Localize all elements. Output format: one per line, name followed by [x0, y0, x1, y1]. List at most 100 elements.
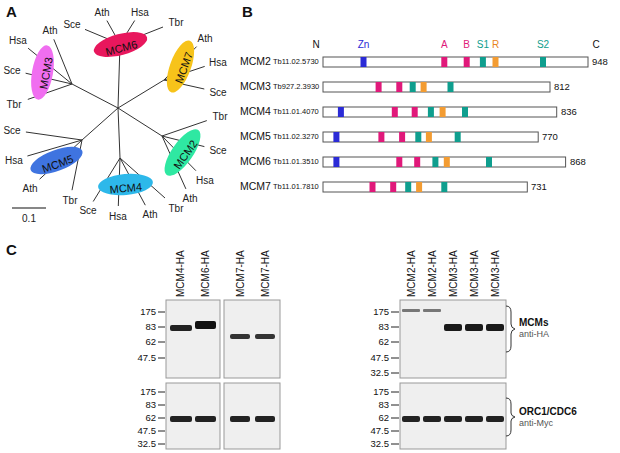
marker-size: 175 — [373, 307, 389, 317]
protein-name: MCM3 — [240, 81, 271, 93]
species-label: Ath — [22, 183, 37, 194]
clade-name: MCM3 — [37, 56, 55, 90]
marker-size: 83 — [145, 322, 156, 332]
domain-label: S2 — [537, 39, 549, 50]
domain-label: R — [492, 39, 499, 50]
blot-label: ORC1/CDC6 — [519, 406, 577, 417]
marker-size: 47.5 — [138, 353, 157, 363]
protein-name: MCM2 — [240, 56, 271, 68]
marker-size: 62 — [145, 337, 156, 347]
marker-size: 47.5 — [138, 426, 157, 436]
marker-size: 62 — [378, 337, 389, 347]
lane-label: MCM3-HA — [469, 250, 480, 297]
lane-label: MCM2-HA — [427, 250, 438, 297]
species-label: Sce — [63, 19, 80, 30]
protein-name: MCM7 — [240, 181, 271, 193]
domain-label: S1 — [477, 39, 489, 50]
species-label: Ath — [182, 193, 197, 204]
brackets — [506, 306, 515, 436]
marker-size: 83 — [378, 400, 389, 410]
species-label: Ath — [42, 25, 57, 36]
ellipse-text-holder: MCM7 — [161, 37, 201, 96]
species-label: Ath — [142, 209, 157, 220]
clade-ellipse: MCM7 — [161, 37, 200, 96]
clade-ellipse: MCM5 — [27, 141, 86, 180]
species-label: Hsa — [5, 155, 23, 166]
protein-name: MCM4 — [240, 106, 271, 118]
length-number: 812 — [554, 82, 570, 92]
domain-label: A — [441, 39, 448, 50]
ellipse-fill — [27, 43, 57, 101]
lane-label: MCM7-HA — [235, 250, 246, 297]
gene-id: Tb11.01.4070 — [273, 108, 319, 116]
ellipse-fill — [97, 171, 154, 197]
gene-id: Tb11.02.3270 — [273, 133, 319, 141]
gene-id: Tb11.01.7810 — [273, 183, 319, 191]
species-label: Tbr — [63, 195, 78, 206]
lane-label: MCM7-HA — [260, 250, 271, 297]
clade-ellipse: MCM6 — [91, 27, 150, 62]
protein-name: MCM5 — [240, 131, 271, 143]
lane-label: MCM3-HA — [448, 250, 459, 297]
marker-size: 175 — [140, 387, 156, 397]
marker-size: 175 — [373, 387, 389, 397]
species-label: Hsa — [9, 35, 27, 46]
species-label: Hsa — [109, 211, 127, 222]
panel-letter: A — [6, 4, 17, 21]
lane-label: MCM3-HA — [490, 250, 501, 297]
clade-name: MCM6 — [104, 38, 139, 59]
domain-label: Zn — [358, 39, 370, 50]
marker-size: 32.5 — [371, 439, 390, 449]
domain-boxes — [333, 57, 546, 192]
gene-id: Tb11.02.5730 — [273, 58, 319, 66]
ellipse-text-holder: MCM5 — [27, 141, 86, 181]
marker-size: 83 — [378, 322, 389, 332]
terminus-label: C — [592, 39, 599, 50]
marker-size: 47.5 — [371, 426, 390, 436]
marker-size: 83 — [145, 400, 156, 410]
clade-name: MCM4 — [109, 180, 142, 195]
species-label: Tbr — [213, 111, 228, 122]
species-label: Sce — [3, 125, 20, 136]
length-number: 731 — [531, 182, 547, 192]
species-label: Sce — [79, 205, 96, 216]
gene-id: Tb927.2.3930 — [273, 83, 319, 91]
marker-size: 47.5 — [371, 353, 390, 363]
lane-label: MCM4-HA — [175, 250, 186, 297]
length-number: 770 — [542, 132, 558, 142]
species-label: Sce — [3, 65, 20, 76]
species-label: Tbr — [169, 17, 184, 28]
antibody-label: anti-HA — [519, 330, 549, 340]
panel-letter: B — [242, 4, 253, 21]
marker-size: 62 — [378, 413, 389, 423]
clade-ellipse: MCM3 — [27, 43, 57, 101]
lane-label: MCM6-HA — [200, 250, 211, 297]
blot-bands — [170, 309, 504, 422]
protein-bars — [323, 57, 588, 192]
marker-size: 62 — [145, 413, 156, 423]
blot-films — [166, 300, 506, 449]
species-label: Sce — [209, 87, 226, 98]
ellipse-text-holder: MCM6 — [91, 27, 150, 63]
blot-label: MCMs — [519, 317, 548, 328]
species-label: Hsa — [131, 7, 149, 18]
marker-size: 175 — [140, 307, 156, 317]
species-label: Hsa — [196, 175, 214, 186]
scale-label: 0.1 — [22, 213, 36, 224]
species-label: Ath — [94, 7, 109, 18]
panel-letter: C — [6, 242, 17, 259]
ellipse-fill — [161, 37, 200, 96]
protein-name: MCM6 — [240, 156, 271, 168]
gene-id: Tb11.01.3510 — [273, 158, 319, 166]
species-label: Tbr — [7, 99, 22, 110]
length-number: 836 — [561, 107, 577, 117]
scale-bar — [12, 207, 46, 208]
ellipse-text-holder: MCM3 — [27, 43, 58, 101]
antibody-label: anti-Myc — [519, 419, 553, 429]
terminus-label: N — [312, 39, 319, 50]
ellipse-fill — [91, 27, 150, 62]
species-label: Hsa — [209, 57, 227, 68]
